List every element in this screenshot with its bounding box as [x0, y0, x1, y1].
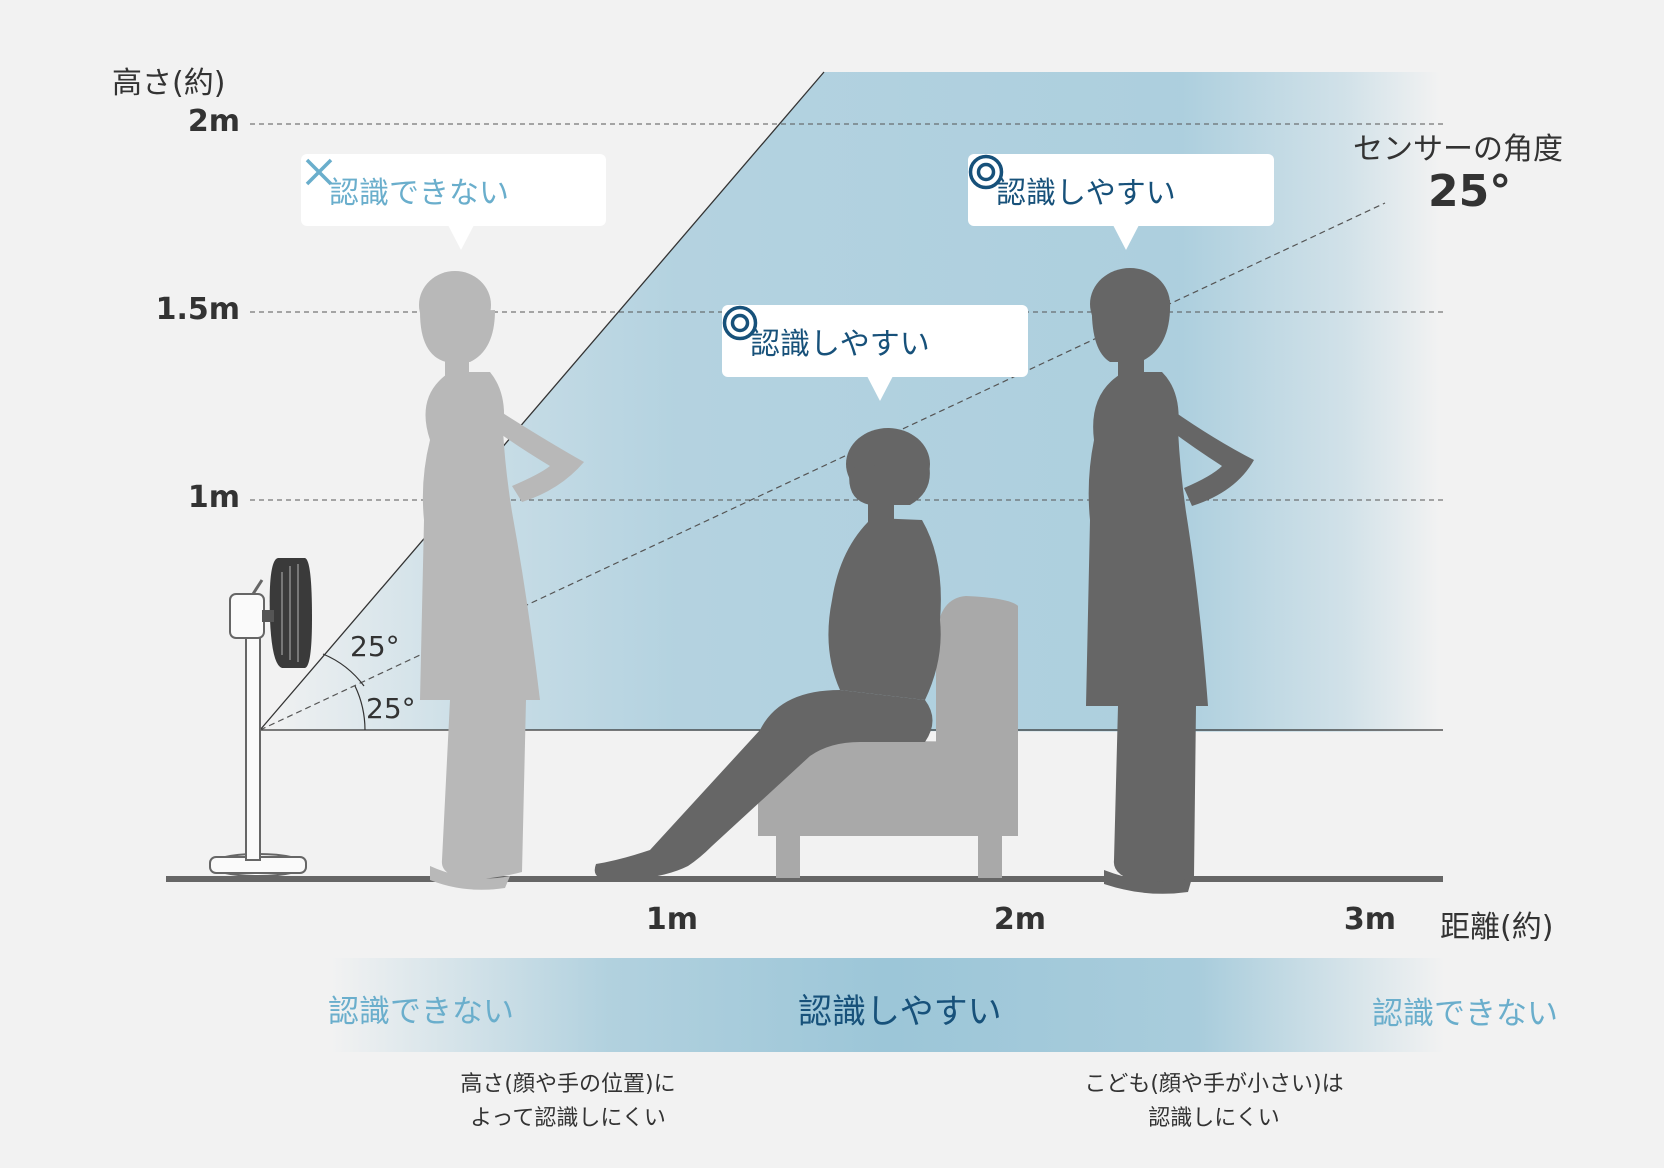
sensing-edge-line — [259, 71, 825, 731]
recognition-band — [330, 958, 1445, 1052]
note-right: こども(顔や手が小さい)は 認識しにくい — [1034, 1068, 1394, 1136]
x-axis-title: 距離(約) — [1440, 910, 1554, 945]
band-center-label: 認識しやすい — [798, 992, 1002, 1032]
upper-angle-arc — [322, 653, 365, 687]
sensor-angle-value: 25° — [1428, 166, 1512, 217]
person-sitting — [594, 428, 941, 880]
speech-bubble-left: 認識できない — [301, 154, 606, 226]
note-left: 高さ(顔や手の位置)に よって認識しにくい — [388, 1068, 748, 1136]
y-axis-title: 高さ(約) — [112, 66, 226, 101]
x-tick-1m: 1m — [645, 902, 699, 937]
y-tick-1-5m: 1.5m — [155, 292, 240, 327]
band-right-label: 認識できない — [1372, 996, 1558, 1032]
lower-angle-label: 25° — [366, 692, 416, 725]
speech-bubble-right: 認識しやすい — [968, 154, 1274, 226]
floor-line — [166, 876, 1443, 882]
double-circle-icon — [968, 154, 1004, 190]
note-left-line1: 高さ(顔や手の位置)に — [460, 1072, 676, 1097]
x-tick-2m: 2m — [993, 902, 1047, 937]
double-circle-icon — [722, 305, 758, 341]
cross-icon — [305, 158, 333, 186]
y-tick-2m: 2m — [187, 104, 240, 139]
bubble-middle-text: 認識しやすい — [750, 327, 930, 362]
person-standing-faded — [419, 271, 584, 890]
sensor-angle-title: センサーの角度 — [1353, 132, 1563, 167]
bubble-right-text: 認識しやすい — [996, 176, 1176, 211]
speech-bubble-middle: 認識しやすい — [722, 305, 1028, 377]
electric-fan-icon — [209, 558, 312, 877]
lower-angle-arc — [354, 685, 366, 731]
note-left-line2: よって認識しにくい — [470, 1106, 666, 1131]
y-tick-1m: 1m — [187, 480, 240, 515]
upper-angle-label: 25° — [350, 630, 400, 663]
person-standing — [1086, 268, 1254, 894]
x-tick-3m: 3m — [1343, 902, 1397, 937]
bubble-left-text: 認識できない — [329, 176, 509, 211]
chair-icon — [758, 596, 1018, 878]
sensor-angle-line — [259, 202, 1386, 731]
note-right-line2: 認識しにくい — [1148, 1106, 1280, 1131]
note-right-line1: こども(顔や手が小さい)は — [1084, 1072, 1344, 1097]
band-left-label: 認識できない — [328, 994, 514, 1030]
